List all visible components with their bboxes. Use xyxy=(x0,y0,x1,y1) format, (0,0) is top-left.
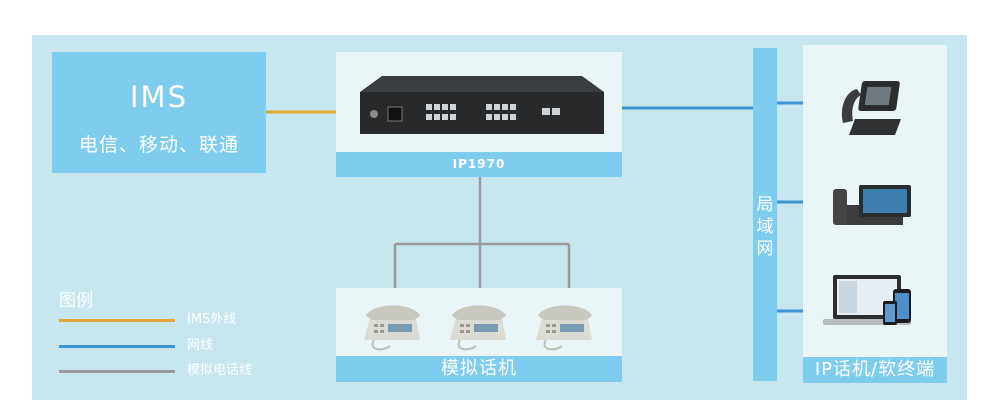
ip-desk-phone-icon xyxy=(833,185,911,225)
legend-swatch xyxy=(59,319,175,322)
analog-phone-icon xyxy=(536,305,592,351)
ims-box: IMS 电信、移动、联通 xyxy=(52,52,266,173)
ims-carriers: 电信、移动、联通 xyxy=(78,134,239,156)
analog-phones-panel xyxy=(336,288,622,358)
analog-phone-lines xyxy=(393,177,571,300)
legend-label: 网线 xyxy=(187,338,214,353)
ip-video-phone-icon xyxy=(841,81,901,135)
analog-phone-icon xyxy=(364,305,420,351)
lan-bar: 局 域 网 xyxy=(753,48,777,381)
ip-endpoints-panel xyxy=(803,45,947,357)
lan-label: 局 域 网 xyxy=(753,194,777,260)
laptop-softphone-icon xyxy=(823,275,911,325)
lan-label-char: 局 xyxy=(756,195,774,215)
legend-swatch xyxy=(59,370,175,373)
legend-title: 图例 xyxy=(59,291,93,311)
legend-item-network: 网线 xyxy=(59,336,309,356)
analog-phones-group xyxy=(364,305,592,351)
lan-label-char: 网 xyxy=(756,239,774,259)
legend-item-analog: 模拟电话线 xyxy=(59,361,309,381)
ims-title: IMS xyxy=(130,80,188,114)
legend-label: IMS外线 xyxy=(187,312,237,327)
legend-item-ims-trunk: IMS外线 xyxy=(59,310,309,330)
analog-phones-label: 模拟话机 xyxy=(336,356,622,382)
gateway-device-icon xyxy=(360,76,604,134)
ip-endpoints-group xyxy=(823,81,911,325)
gateway-panel xyxy=(336,52,622,152)
legend-label: 模拟电话线 xyxy=(187,363,253,378)
lan-label-char: 域 xyxy=(756,217,774,237)
gateway-label: IP1970 xyxy=(336,152,622,177)
ip-endpoints-label: IP话机/软终端 xyxy=(803,357,947,383)
analog-phone-icon xyxy=(450,305,506,351)
legend-swatch xyxy=(59,345,175,348)
